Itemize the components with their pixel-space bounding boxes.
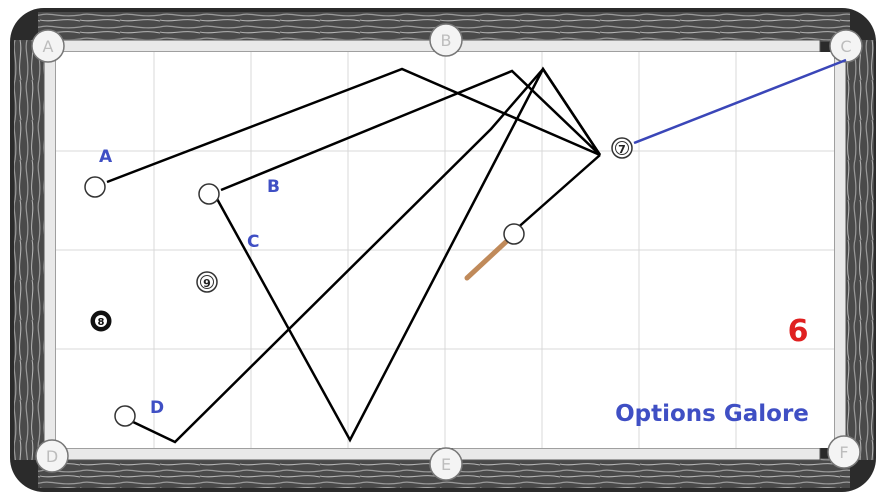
pocket-E: E [429, 447, 463, 481]
ball-9-number: 9 [203, 277, 211, 290]
cue-ball [503, 223, 525, 245]
position-D-ball [114, 405, 136, 427]
right-rail [844, 40, 874, 460]
position-label-D: D [150, 398, 164, 418]
path-option-B [220, 69, 601, 192]
pocket-C: C [829, 29, 863, 63]
cue-stick [464, 237, 511, 281]
position-label-B: B [267, 177, 280, 197]
path-option-A [106, 67, 601, 184]
cue-ball-paths [106, 66, 602, 444]
pocket-D: D [35, 439, 69, 473]
ball-8-number: 8 [98, 317, 105, 328]
ball-8: 8 [90, 310, 112, 332]
ball-7-number: 7 [618, 143, 626, 156]
diagram-title: Options Galore [615, 401, 809, 427]
position-label-A: A [99, 147, 113, 167]
ball-9: 9 [196, 271, 218, 293]
left-rail [14, 40, 44, 460]
pocket-label-B: B [441, 31, 452, 50]
shot-number: 6 [788, 314, 809, 349]
position-B-ball [198, 183, 220, 205]
cue-to-object-path [513, 154, 601, 232]
table-grid [56, 52, 834, 448]
pocket-label-E: E [441, 455, 451, 474]
position-label-C: C [247, 232, 259, 252]
pocket-label-D: D [46, 447, 58, 466]
pocket-label-A: A [43, 37, 54, 56]
path-option-D [130, 66, 602, 444]
pocket-B: B [429, 23, 463, 57]
position-A-ball [84, 176, 106, 198]
object-ball-line [633, 58, 847, 145]
pocket-label-C: C [840, 37, 851, 56]
pocket-A: A [31, 29, 65, 63]
pocket-label-F: F [839, 443, 848, 462]
ball-7: 7 [611, 137, 633, 159]
pocket-F: F [827, 435, 861, 469]
